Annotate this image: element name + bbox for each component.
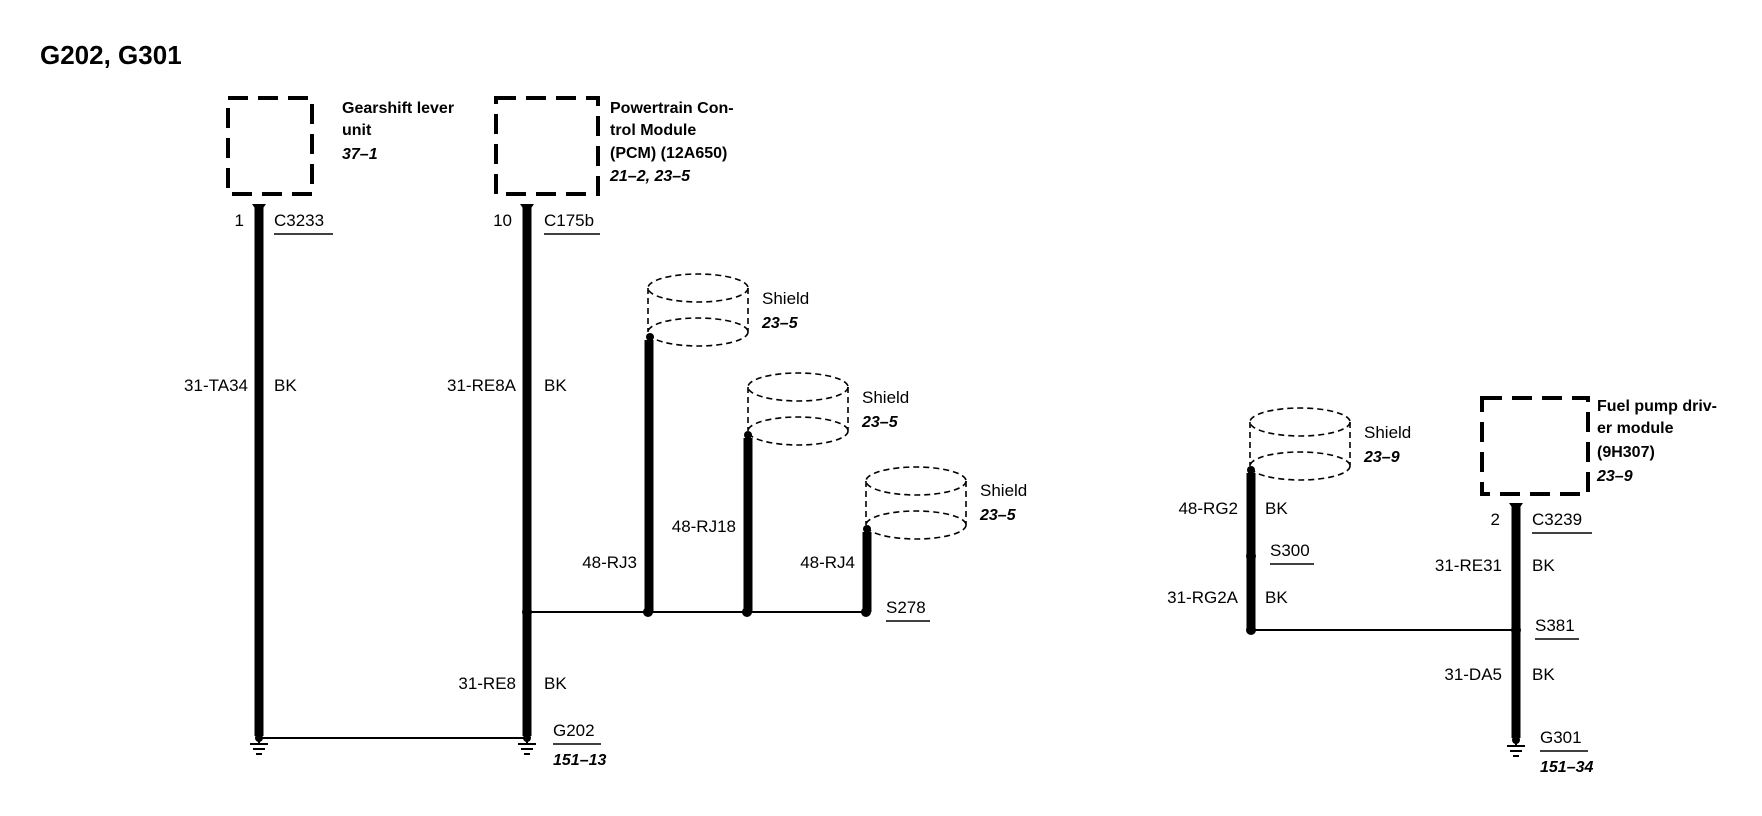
wire-48-rj3-circuit: 48-RJ3 <box>582 553 637 572</box>
shield-2-label: Shield <box>862 388 909 407</box>
wire-31-re8a-color: BK <box>544 376 567 395</box>
shield-4-drain-node <box>1247 466 1255 474</box>
splice-s381-node-1 <box>1246 625 1256 635</box>
fuel-pump-name-line1: Fuel pump driv- <box>1597 398 1717 415</box>
pcm-name-line2: trol Module <box>610 122 696 139</box>
wire-31-ta34-circuit: 31-TA34 <box>184 376 248 395</box>
c175b-pin: 10 <box>493 211 512 230</box>
wire-48-rg2-color: BK <box>1265 499 1288 518</box>
shield-4-ref: 23–9 <box>1363 449 1400 466</box>
ground-icon <box>250 734 268 755</box>
wire-48-rg2-circuit: 48-RG2 <box>1178 499 1238 518</box>
shield-1-ref: 23–5 <box>761 315 799 332</box>
ground-g301-id: G301 <box>1540 728 1582 747</box>
wire-31-rg2a-circuit: 31-RG2A <box>1167 588 1239 607</box>
fuel-pump-component-box <box>1480 396 1590 496</box>
c3239-id: C3239 <box>1532 510 1582 529</box>
wire-31-ta34-color: BK <box>274 376 297 395</box>
ground-g202-id: G202 <box>553 721 595 740</box>
c175b-id: C175b <box>544 211 594 230</box>
splice-s300-label: S300 <box>1270 541 1310 560</box>
shield-1-label: Shield <box>762 289 809 308</box>
shield-3-drain-node <box>863 525 871 533</box>
splice-s381-label: S381 <box>1535 616 1575 635</box>
shield-2-icon <box>747 372 849 446</box>
wire-31-rg2a-color: BK <box>1265 588 1288 607</box>
shield-3-icon <box>865 466 967 540</box>
shield-3-label: Shield <box>980 481 1027 500</box>
c3233-id: C3233 <box>274 211 324 230</box>
wire-31-da5-circuit: 31-DA5 <box>1444 665 1502 684</box>
shield-4-icon <box>1249 407 1351 481</box>
wire-31-da5-color: BK <box>1532 665 1555 684</box>
pcm-name-line3: (PCM) (12A650) <box>610 145 727 162</box>
wire-31-re31-circuit: 31-RE31 <box>1435 556 1502 575</box>
shield-1-drain-node <box>646 333 654 341</box>
wire-31-re8-circuit: 31-RE8 <box>458 674 516 693</box>
shield-3-ref: 23–5 <box>979 507 1017 524</box>
splice-s278-label: S278 <box>886 598 926 617</box>
pcm-name-line1: Powertrain Con- <box>610 100 734 117</box>
gearshift-ref: 37–1 <box>342 146 378 163</box>
fuel-pump-name-line3: (9H307) <box>1597 444 1655 461</box>
fuel-pump-name-line2: er module <box>1597 420 1674 437</box>
wire-31-re31-color: BK <box>1532 556 1555 575</box>
shield-4-label: Shield <box>1364 423 1411 442</box>
shield-2-ref: 23–5 <box>861 414 899 431</box>
wire-48-rj4-circuit: 48-RJ4 <box>800 553 855 572</box>
pcm-component-box <box>494 96 600 196</box>
shield-1-icon <box>647 273 749 347</box>
wire-31-re8a-circuit: 31-RE8A <box>447 376 517 395</box>
wire-31-re8-color: BK <box>544 674 567 693</box>
c3239-pin: 2 <box>1491 510 1500 529</box>
shield-2-drain-node <box>744 431 752 439</box>
page-title: G202, G301 <box>40 40 182 70</box>
gearshift-name-line1: Gearshift lever <box>342 100 454 117</box>
gearshift-name-line2: unit <box>342 122 372 139</box>
gearshift-component-box <box>226 96 314 196</box>
fuel-pump-ref: 23–9 <box>1596 468 1633 485</box>
ground-icon <box>518 734 536 755</box>
c3233-pin: 1 <box>235 211 244 230</box>
ground-g301-ref: 151–34 <box>1540 759 1593 776</box>
ground-g202-ref: 151–13 <box>553 752 606 769</box>
wire-48-rj18-circuit: 48-RJ18 <box>672 517 736 536</box>
pcm-ref: 21–2, 23–5 <box>609 168 691 185</box>
ground-icon <box>1507 736 1525 757</box>
